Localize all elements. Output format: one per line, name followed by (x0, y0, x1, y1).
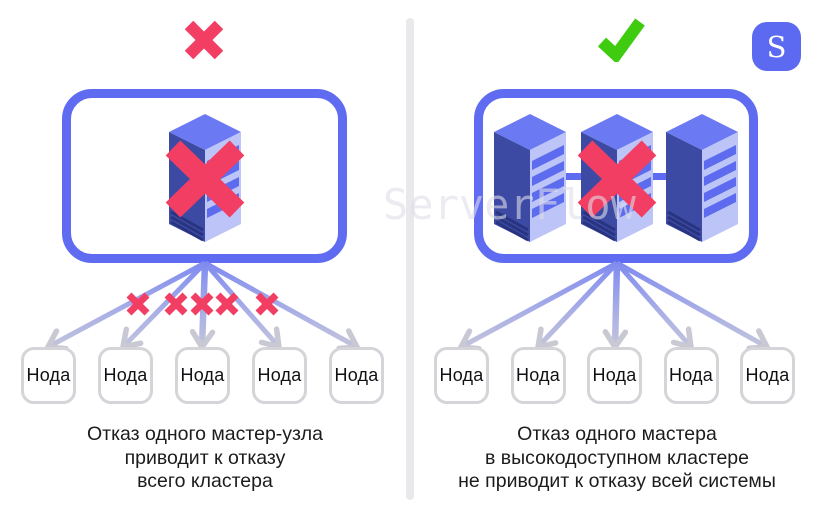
node-row-right: Нода Нода Нода Нода Нода (434, 347, 795, 404)
node-label: Нода (103, 365, 148, 385)
node-label: Нода (439, 365, 484, 385)
brand-logo: S (752, 22, 801, 71)
failure-cross-icon (165, 140, 245, 218)
node-box: Нода (98, 347, 153, 404)
node-box: Нода (175, 347, 230, 404)
node-label: Нода (26, 365, 71, 385)
node-box: Нода (510, 347, 566, 404)
red-cross-icon (184, 20, 224, 60)
node-box: Нода (329, 347, 384, 404)
caption-line: не приводит к отказу всей системы (458, 470, 776, 492)
node-label: Нода (334, 365, 379, 385)
node-box: Нода (587, 347, 642, 404)
node-box: Нода (740, 347, 795, 404)
caption-right: Отказ одного мастера в высокодоступном к… (428, 423, 806, 494)
link-failure-icon (126, 292, 150, 316)
caption-line: всего кластера (137, 470, 273, 492)
caption-line: Отказ одного мастера (517, 423, 717, 445)
node-row-left: Нода Нода Нода Нода Нода (21, 347, 384, 404)
brand-logo-letter: S (766, 29, 787, 64)
node-box: Нода (663, 347, 719, 404)
master-link (640, 173, 680, 180)
node-box: Нода (434, 347, 489, 404)
failure-cross-icon (577, 140, 657, 218)
node-label: Нода (516, 365, 560, 385)
node-box: Нода (21, 347, 76, 404)
caption-left: Отказ одного мастер-узла приводит к отка… (20, 423, 390, 494)
link-failure-icon (190, 292, 214, 316)
node-label: Нода (592, 365, 637, 385)
node-label: Нода (180, 365, 225, 385)
link-failure-icon (164, 292, 188, 316)
caption-line: в высокодоступном кластере (485, 446, 749, 469)
caption-line: Отказ одного мастер-узла (87, 423, 323, 445)
node-label: Нода (257, 365, 302, 385)
node-box: Нода (252, 347, 307, 404)
panel-divider (406, 18, 414, 500)
server-icon (666, 114, 738, 242)
link-failure-icon (215, 292, 239, 316)
node-label: Нода (669, 365, 713, 385)
master-link (550, 173, 596, 180)
green-check-icon (597, 18, 645, 62)
link-failure-icon (255, 292, 279, 316)
node-label: Нода (745, 365, 790, 385)
server-icon (494, 114, 566, 242)
caption-line: приводит к отказу (124, 446, 286, 469)
arrow-fan-right (456, 261, 772, 352)
